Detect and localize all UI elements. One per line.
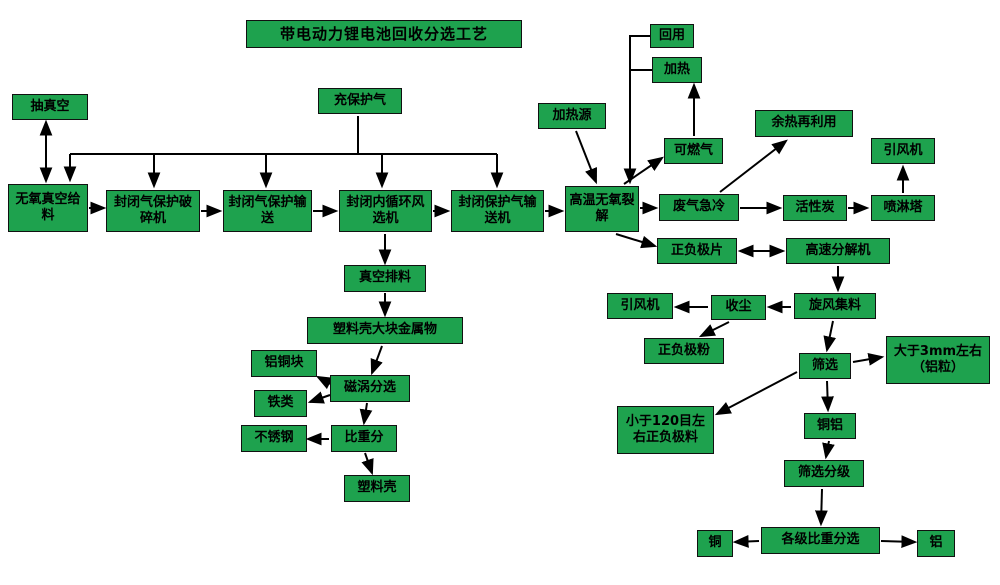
node-heat-source: 加热源 bbox=[538, 103, 606, 129]
node-plastic-shell: 塑料壳 bbox=[344, 475, 410, 502]
node-reuse: 回用 bbox=[650, 24, 694, 48]
node-stainless-steel: 不锈钢 bbox=[241, 425, 307, 452]
node-over-3mm: 大于3mm左右（铝粒） bbox=[886, 336, 990, 384]
node-spray-tower: 喷淋塔 bbox=[871, 195, 935, 221]
diagram-title: 带电动力锂电池回收分选工艺 bbox=[246, 20, 522, 48]
node-heating: 加热 bbox=[652, 57, 702, 83]
node-activated-carbon: 活性炭 bbox=[783, 195, 847, 221]
node-electrode-sheets: 正负极片 bbox=[657, 238, 737, 264]
node-sealed-conveyor: 封闭保护气输送机 bbox=[451, 190, 544, 232]
node-vacuum-feed: 无氧真空给料 bbox=[8, 184, 88, 232]
node-dust-collection: 收尘 bbox=[711, 295, 766, 320]
node-screening: 筛选 bbox=[799, 353, 851, 379]
node-pyrolysis: 高温无氧裂解 bbox=[565, 186, 639, 232]
node-cyclone-collector: 旋风集料 bbox=[794, 293, 876, 319]
node-draft-fan-mid: 引风机 bbox=[607, 293, 673, 319]
node-crusher: 封闭气保护破碎机 bbox=[106, 190, 200, 232]
node-gravity-sep-small: 比重分 bbox=[331, 425, 397, 452]
node-waste-heat: 余热再利用 bbox=[755, 110, 853, 137]
node-aluminum: 铝 bbox=[917, 530, 955, 557]
node-vacuum-discharge: 真空排料 bbox=[344, 265, 426, 292]
node-plastic-metal-chunks: 塑料壳大块金属物 bbox=[307, 317, 463, 344]
node-al-cu-blocks: 铝铜块 bbox=[251, 350, 317, 377]
node-protective-gas: 充保护气 bbox=[318, 88, 402, 114]
node-copper: 铜 bbox=[697, 530, 733, 557]
node-draft-fan-top: 引风机 bbox=[871, 138, 935, 164]
node-copper-aluminum: 铜铝 bbox=[804, 413, 856, 439]
node-under-120-mesh: 小于120目左右正负极料 bbox=[617, 406, 714, 454]
node-gas-quench: 废气急冷 bbox=[659, 194, 739, 221]
node-gravity-separation: 各级比重分选 bbox=[761, 527, 880, 554]
node-eddy-magnetic: 磁涡分选 bbox=[330, 375, 410, 402]
node-iron: 铁类 bbox=[254, 390, 307, 417]
node-electrode-powder: 正负极粉 bbox=[644, 338, 724, 364]
node-vacuum-pump: 抽真空 bbox=[12, 94, 88, 120]
node-high-speed-decomposer: 高速分解机 bbox=[786, 238, 890, 264]
node-sealed-transfer: 封闭气保护输送 bbox=[223, 190, 312, 232]
node-combustible-gas: 可燃气 bbox=[664, 138, 723, 164]
node-screening-grading: 筛选分级 bbox=[784, 460, 864, 487]
node-air-separator: 封闭内循环风选机 bbox=[339, 190, 432, 232]
